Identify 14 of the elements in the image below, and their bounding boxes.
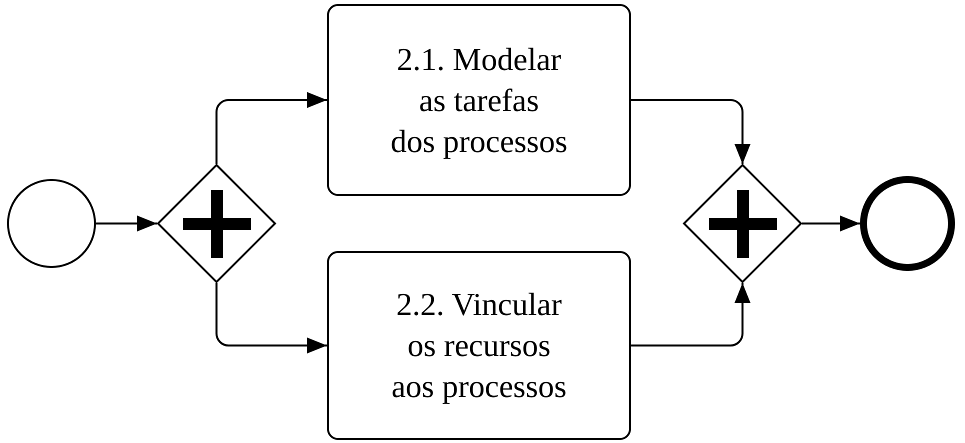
gateway-diamond xyxy=(157,164,276,283)
sequence-flow-arrow xyxy=(216,283,327,354)
task-box xyxy=(327,251,631,440)
task-box xyxy=(327,4,631,196)
sequence-flow-arrow xyxy=(631,99,750,164)
sequence-flow-arrow xyxy=(216,92,327,164)
sequence-flow-arrow xyxy=(802,216,860,232)
task-label: 2.2. Vincular os recursos aos processos xyxy=(390,285,568,406)
gateway-diamond xyxy=(683,164,802,283)
end-event-circle xyxy=(860,176,955,271)
start-event-circle xyxy=(7,179,96,268)
sequence-flow-arrow xyxy=(96,216,157,232)
sequence-flow-arrow xyxy=(631,283,750,346)
task-label: 2.1. Modelar as tarefas dos processos xyxy=(390,40,568,161)
